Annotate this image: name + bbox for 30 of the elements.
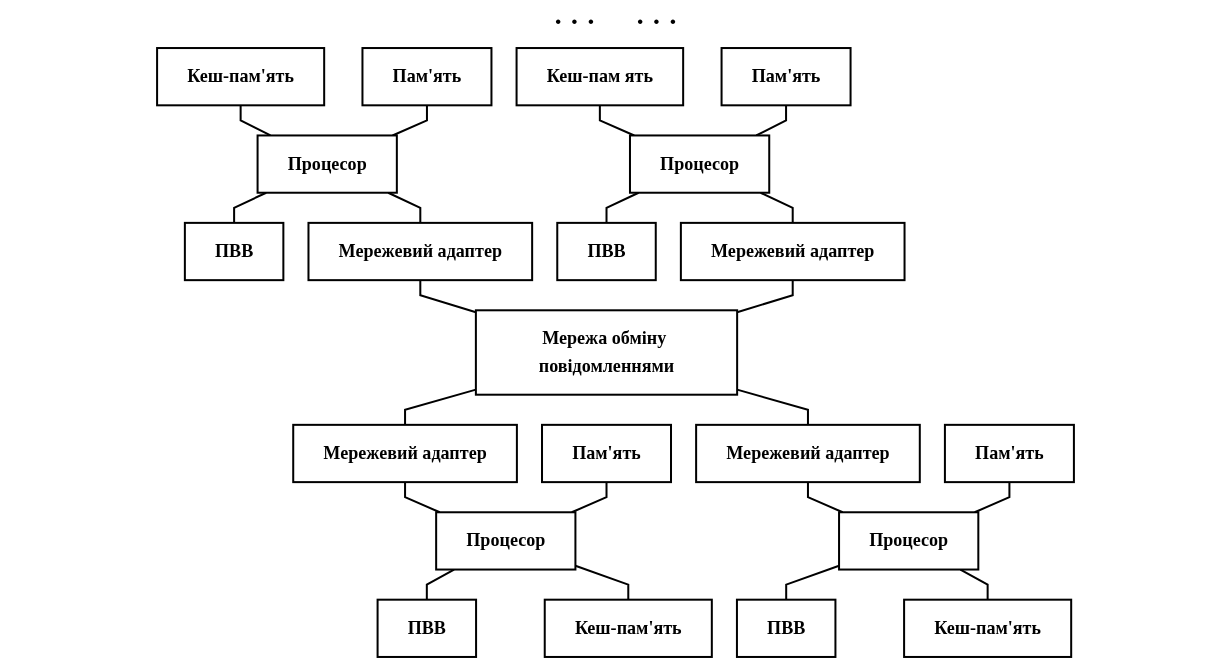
node-box: ПВВ: [376, 598, 478, 658]
node-box: Мережа обміну повідомленнями: [474, 309, 739, 396]
connector: [736, 280, 794, 314]
connector: [575, 564, 630, 600]
connector: [392, 105, 428, 137]
node-box: Пам'ять: [720, 47, 852, 107]
connector: [785, 564, 840, 600]
node-box: Процесор: [628, 134, 771, 194]
node-box: ПВВ: [556, 221, 657, 282]
node-box: Кеш-пам'ять: [903, 598, 1073, 658]
ellipsis-text: · · ·: [553, 6, 596, 39]
node-box: Пам'ять: [541, 423, 672, 484]
connector: [571, 482, 608, 514]
node-box: Кеш-пам'ять: [156, 47, 326, 107]
node-box: Кеш-пам'ять: [543, 598, 713, 658]
node-box: Мережевий адаптер: [292, 423, 518, 484]
node-box: Мережевий адаптер: [695, 423, 921, 484]
node-box: ПВВ: [183, 221, 285, 282]
node-box: Кеш-пам ять: [515, 47, 685, 107]
node-box: Процесор: [435, 511, 577, 571]
node-box: ПВВ: [735, 598, 837, 658]
node-box: Процесор: [838, 511, 980, 571]
ellipsis-text: · · ·: [635, 6, 678, 39]
node-box: Пам'ять: [943, 423, 1075, 484]
connector: [387, 191, 422, 223]
node-box: Мережевий адаптер: [679, 221, 906, 282]
node-box: Мережевий адаптер: [307, 221, 534, 282]
connector: [974, 482, 1011, 514]
node-box: Пам'ять: [361, 47, 493, 107]
node-box: Процесор: [256, 134, 398, 194]
